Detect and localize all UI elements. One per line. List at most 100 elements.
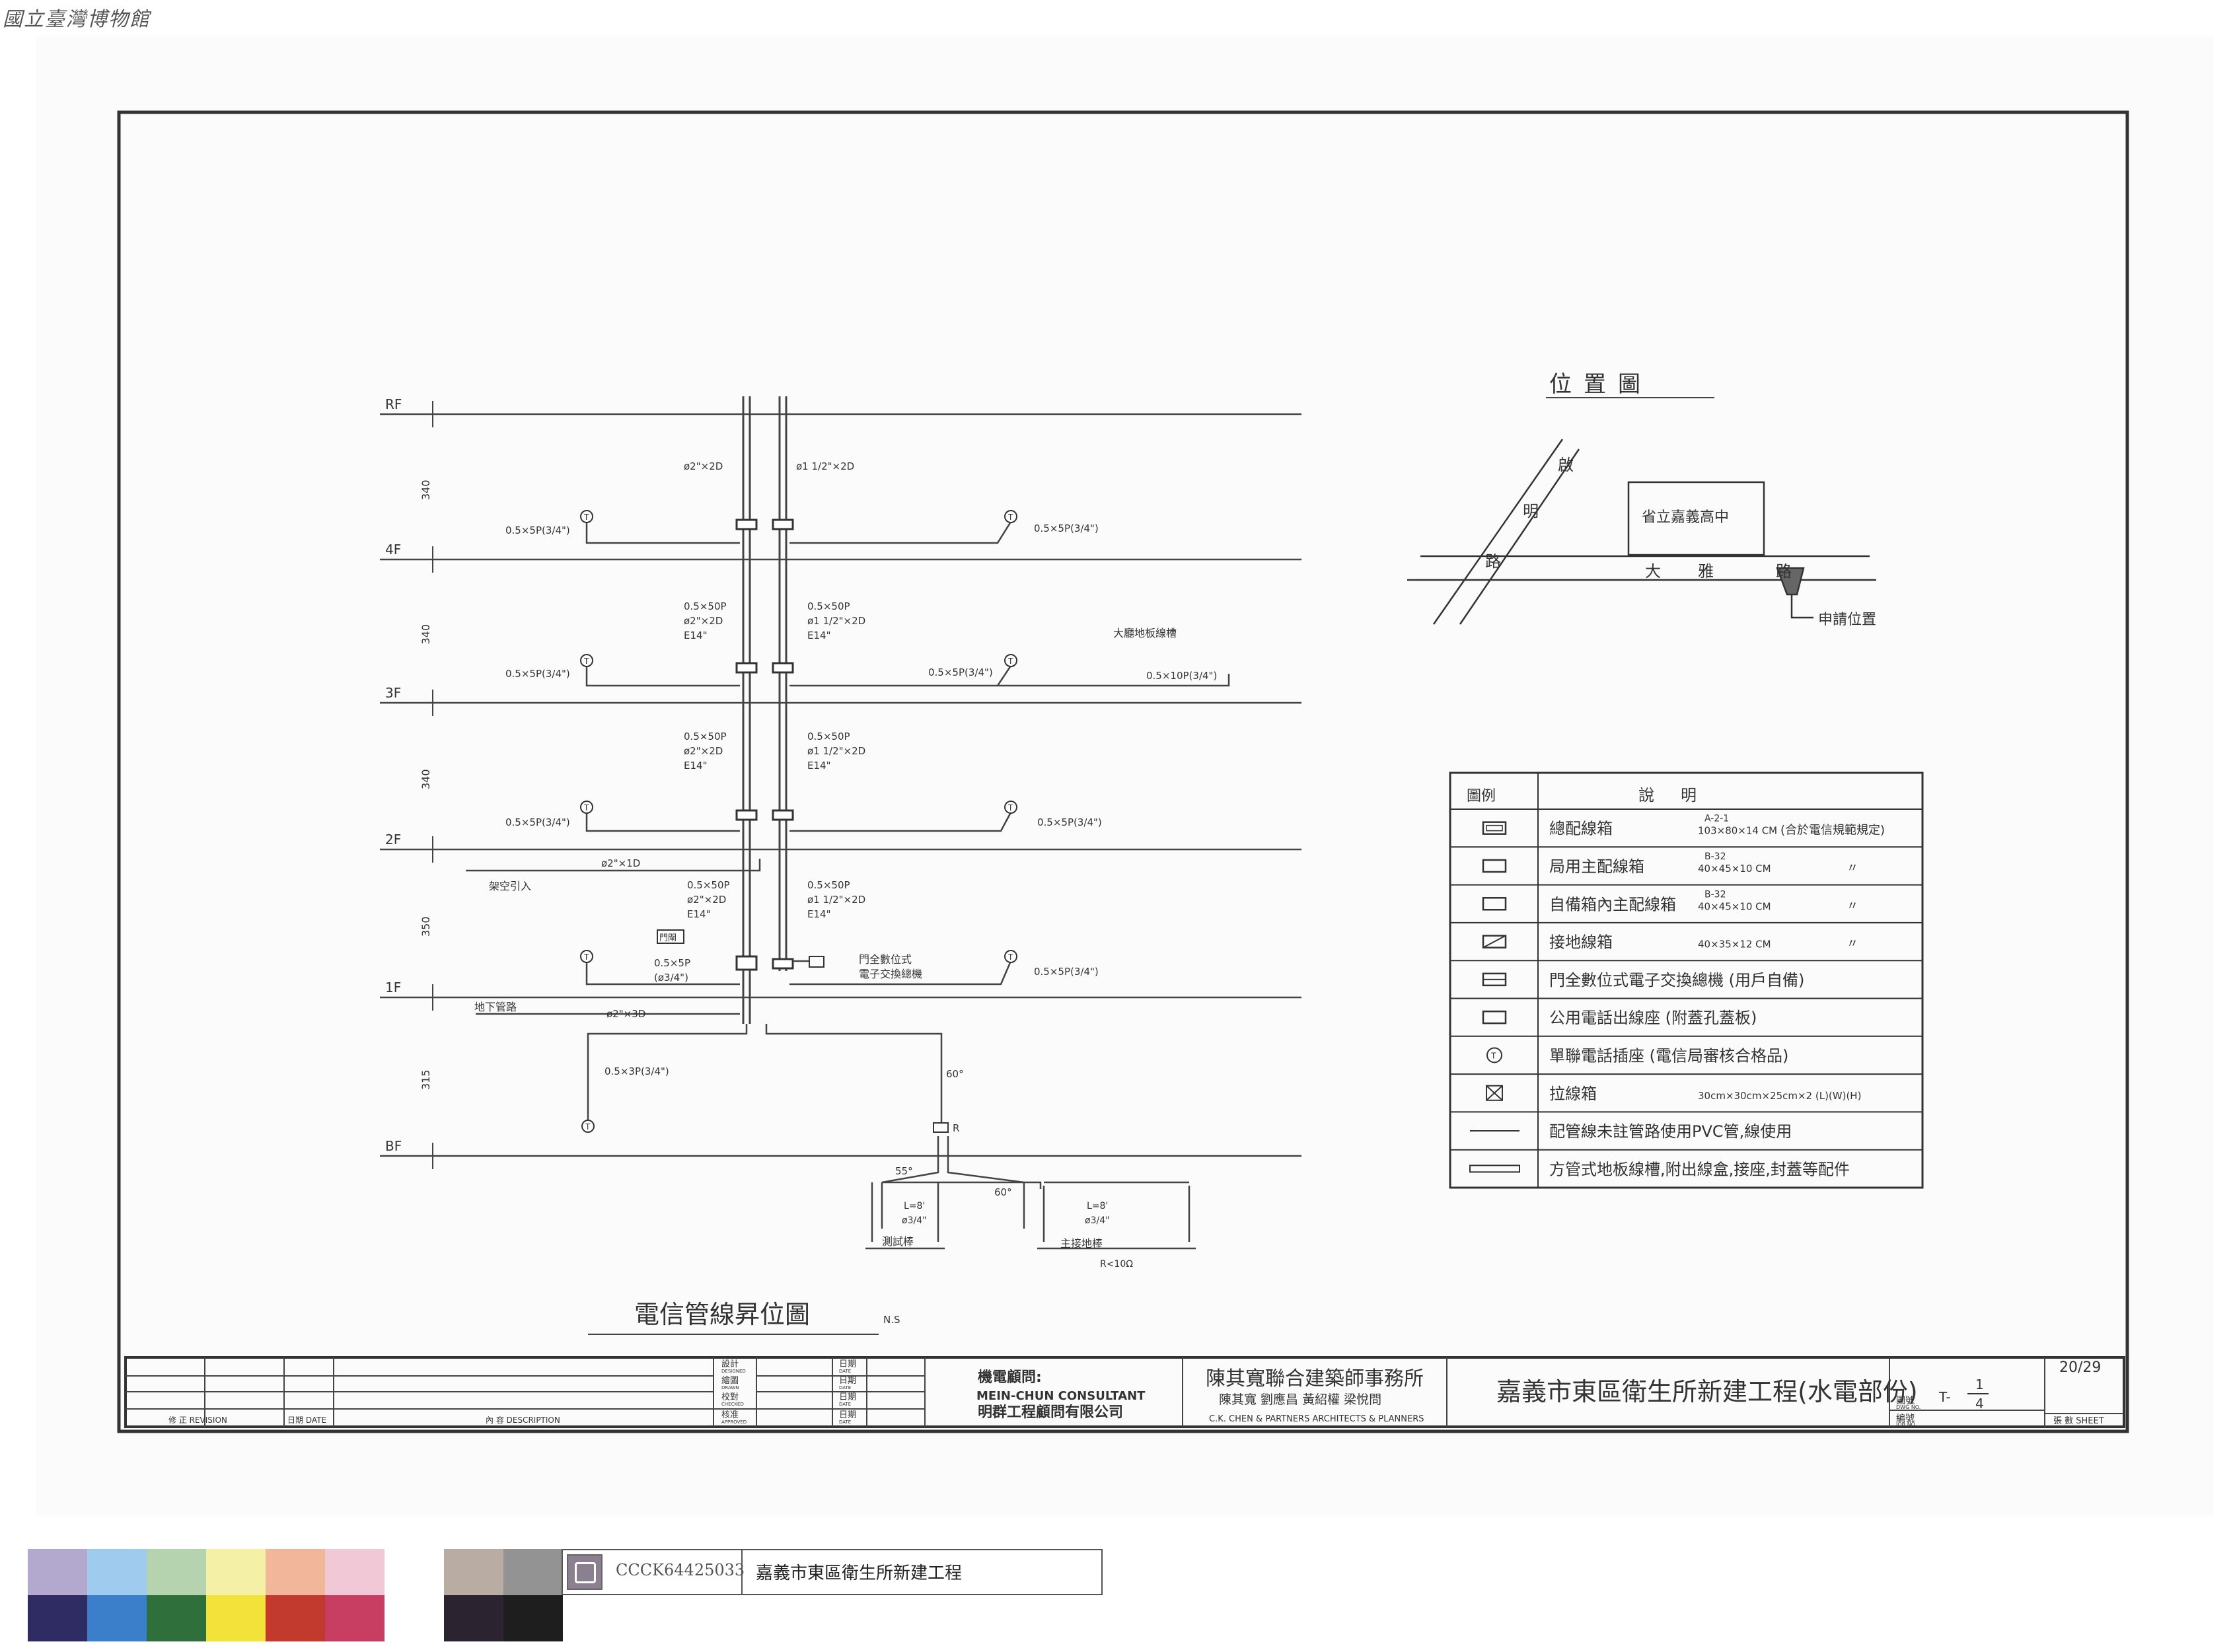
date-label: 日期 DATE xyxy=(287,1416,326,1425)
firm-en: C.K. CHEN & PARTNERS ARCHITECTS & PLANNE… xyxy=(1209,1414,1424,1424)
museum-logo-icon xyxy=(567,1554,603,1590)
legend-symbol-icon xyxy=(1469,1165,1520,1173)
legend-symbol-icon: T xyxy=(1486,1047,1502,1063)
date-cn: 日期 xyxy=(839,1410,856,1420)
rf-left-conduit: ø2"×2D xyxy=(684,460,723,472)
catalog-label: CCCK64425033 嘉義市東區衛生所新建工程 xyxy=(562,1549,1103,1595)
f2-left-line-2: E14" xyxy=(687,908,710,920)
angle-60b: 60° xyxy=(994,1186,1012,1198)
angle-55: 55° xyxy=(895,1165,913,1177)
color-swatch xyxy=(266,1549,325,1595)
map-title: 位置圖 xyxy=(1549,371,1652,398)
ground-tag: R xyxy=(953,1122,959,1134)
color-swatch xyxy=(147,1549,206,1595)
rod1-line-1: ø3/4" xyxy=(902,1215,927,1226)
color-swatch xyxy=(444,1549,503,1595)
f2-left-line-1: ø2"×2D xyxy=(687,894,726,906)
f4-right-line-1: ø1 1/2"×2D xyxy=(807,615,865,627)
f2-right-line-2: E14" xyxy=(807,908,830,920)
color-swatch xyxy=(28,1595,87,1641)
sheet-border xyxy=(117,110,2129,1433)
consultant-line-1: MEIN-CHUN CONSULTANT xyxy=(976,1389,1146,1403)
svg-text:T: T xyxy=(583,657,589,666)
f3-mid-cable: 0.5×5P(3/4") xyxy=(928,666,993,678)
svg-text:T: T xyxy=(583,513,589,522)
f3-floor-duct: 大廳地板線槽 xyxy=(1113,627,1177,639)
color-swatch xyxy=(206,1549,266,1595)
public-phone-box xyxy=(657,929,684,944)
legend-symbol-icon xyxy=(1482,821,1507,835)
consultant-line-0: 機電顧問: xyxy=(978,1369,1042,1386)
legend-symbol-icon xyxy=(1482,935,1507,949)
f1-switch-line-0: 門全數位式 xyxy=(859,953,912,966)
conduit-labels: ø2"×2D ø1 1/2"×2D 0.5×5P(3/4") 0.5×5P(3/… xyxy=(474,460,1217,1198)
drawing-sheet xyxy=(36,36,2213,1516)
svg-text:T: T xyxy=(1490,1051,1496,1060)
color-swatch xyxy=(87,1595,147,1641)
f3-right-cable: 0.5×10P(3/4") xyxy=(1146,670,1217,682)
underground-conduit: ø2"×3D xyxy=(606,1008,645,1020)
date-en: DATE xyxy=(839,1419,851,1425)
angle-60: 60° xyxy=(946,1068,964,1080)
f3-right-line-2: E14" xyxy=(807,760,830,772)
f2-left-line-0: 0.5×50P xyxy=(687,879,730,891)
legend-desc: 單聯電話插座 (電信局審核合格品) xyxy=(1549,1046,1788,1065)
color-swatch xyxy=(28,1549,87,1595)
phone-outlet-icon: T xyxy=(580,654,593,667)
job-no-en: JOB NO. xyxy=(1895,1421,1917,1427)
legend-symbol-icon xyxy=(1482,897,1507,911)
museum-watermark: 國立臺灣博物館 xyxy=(3,8,151,31)
floor-label: RF xyxy=(385,396,402,412)
catalog-divider xyxy=(741,1550,743,1594)
f4-right-line-0: 0.5×50P xyxy=(807,600,850,612)
firm-name: 陳其寬聯合建築師事務所 xyxy=(1206,1367,1424,1390)
f1-right-cable: 0.5×5P(3/4") xyxy=(1034,966,1099,978)
color-swatch xyxy=(444,1595,503,1641)
phone-outlet-icon: T xyxy=(1004,654,1017,667)
color-swatch xyxy=(206,1595,266,1641)
title-block: 修 正 REVISION 日期 DATE 內 容 DESCRIPTION 設計D… xyxy=(124,1356,2125,1428)
branch-cables xyxy=(466,521,1230,1184)
job-no-cn: 編號 xyxy=(1896,1414,1915,1424)
legend-desc: 方管式地板線槽,附出線盒,接座,封蓋等配件 xyxy=(1549,1160,1850,1178)
rod1-line-0: L=8' xyxy=(904,1201,925,1211)
public-phone-label: 門閘 xyxy=(659,933,677,943)
date-cn: 日期 xyxy=(839,1359,856,1369)
legend-desc: 總配線箱 xyxy=(1549,820,1613,838)
legend-spec-top: A-2-1 xyxy=(1704,814,1729,824)
rf-right-conduit: ø1 1/2"×2D xyxy=(796,460,854,472)
f3-right-line-1: ø1 1/2"×2D xyxy=(807,745,865,757)
legend-desc: 門全數位式電子交換總機 (用戶自備) xyxy=(1549,971,1804,989)
rod1-label: 測試棒 xyxy=(882,1235,914,1248)
sheet-count: 20/29 xyxy=(2059,1359,2101,1376)
revision-label: 修 正 REVISION xyxy=(168,1415,227,1425)
floor-lines xyxy=(380,401,1301,1169)
dwg-no-en: DWG NO. xyxy=(1896,1404,1921,1410)
color-swatch xyxy=(325,1549,384,1595)
legend-spec-top: B-32 xyxy=(1704,851,1726,862)
f4-left-line-2: E14" xyxy=(684,629,707,641)
date-cn: 日期 xyxy=(839,1392,856,1402)
svg-text:T: T xyxy=(583,952,589,962)
color-swatch xyxy=(325,1595,384,1641)
legend-desc: 自備箱內主配線箱 xyxy=(1549,895,1676,914)
legend-header-desc: 說明 xyxy=(1638,786,1723,805)
legend-desc: 局用主配線箱 xyxy=(1549,857,1644,876)
legend-symbol-icon xyxy=(1482,972,1507,987)
svg-text:T: T xyxy=(583,803,589,812)
ground-rods xyxy=(865,1181,1196,1250)
f3-left-line-2: E14" xyxy=(684,760,707,772)
f4-left-line-0: 0.5×50P xyxy=(684,600,727,612)
floor-label: 2F xyxy=(385,832,401,847)
legend-desc: 拉線箱 xyxy=(1549,1085,1597,1103)
f1-left-line-0: 0.5×5P xyxy=(654,957,690,969)
legend-desc: 配管線未註管路使用PVC管,線使用 xyxy=(1549,1122,1792,1141)
legend-header-symbol: 圖例 xyxy=(1467,788,1496,805)
legend-note: 〃 xyxy=(1847,861,1858,875)
date-en: DATE xyxy=(839,1369,851,1374)
riser-title-note: N.S xyxy=(883,1314,900,1326)
